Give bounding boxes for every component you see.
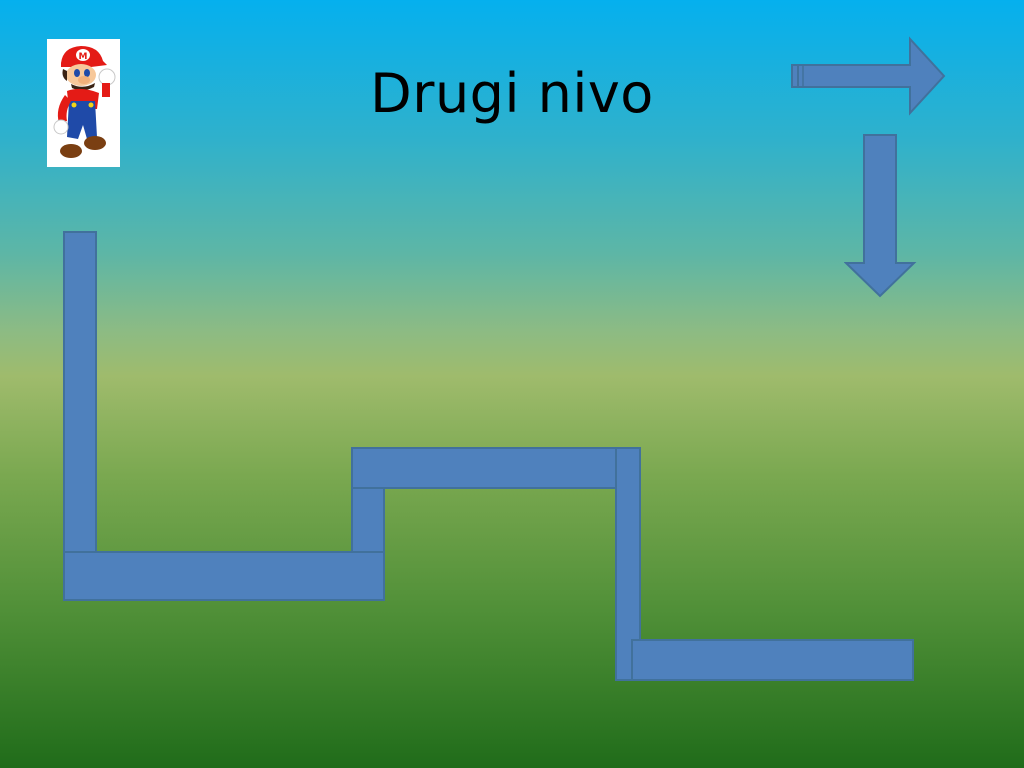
- mario-icon[interactable]: M: [47, 39, 120, 167]
- path-horizontal-bottom-left: [63, 551, 385, 601]
- path-vertical-start: [63, 231, 97, 601]
- right-arrow[interactable]: [788, 36, 948, 116]
- path-step-up: [351, 478, 385, 558]
- path-horizontal-bottom-right: [631, 639, 914, 681]
- path-horizontal-top-middle: [351, 447, 625, 489]
- slide-title: Drugi nivo: [370, 62, 654, 125]
- cap-letter: M: [79, 52, 88, 62]
- down-arrow[interactable]: [844, 132, 918, 300]
